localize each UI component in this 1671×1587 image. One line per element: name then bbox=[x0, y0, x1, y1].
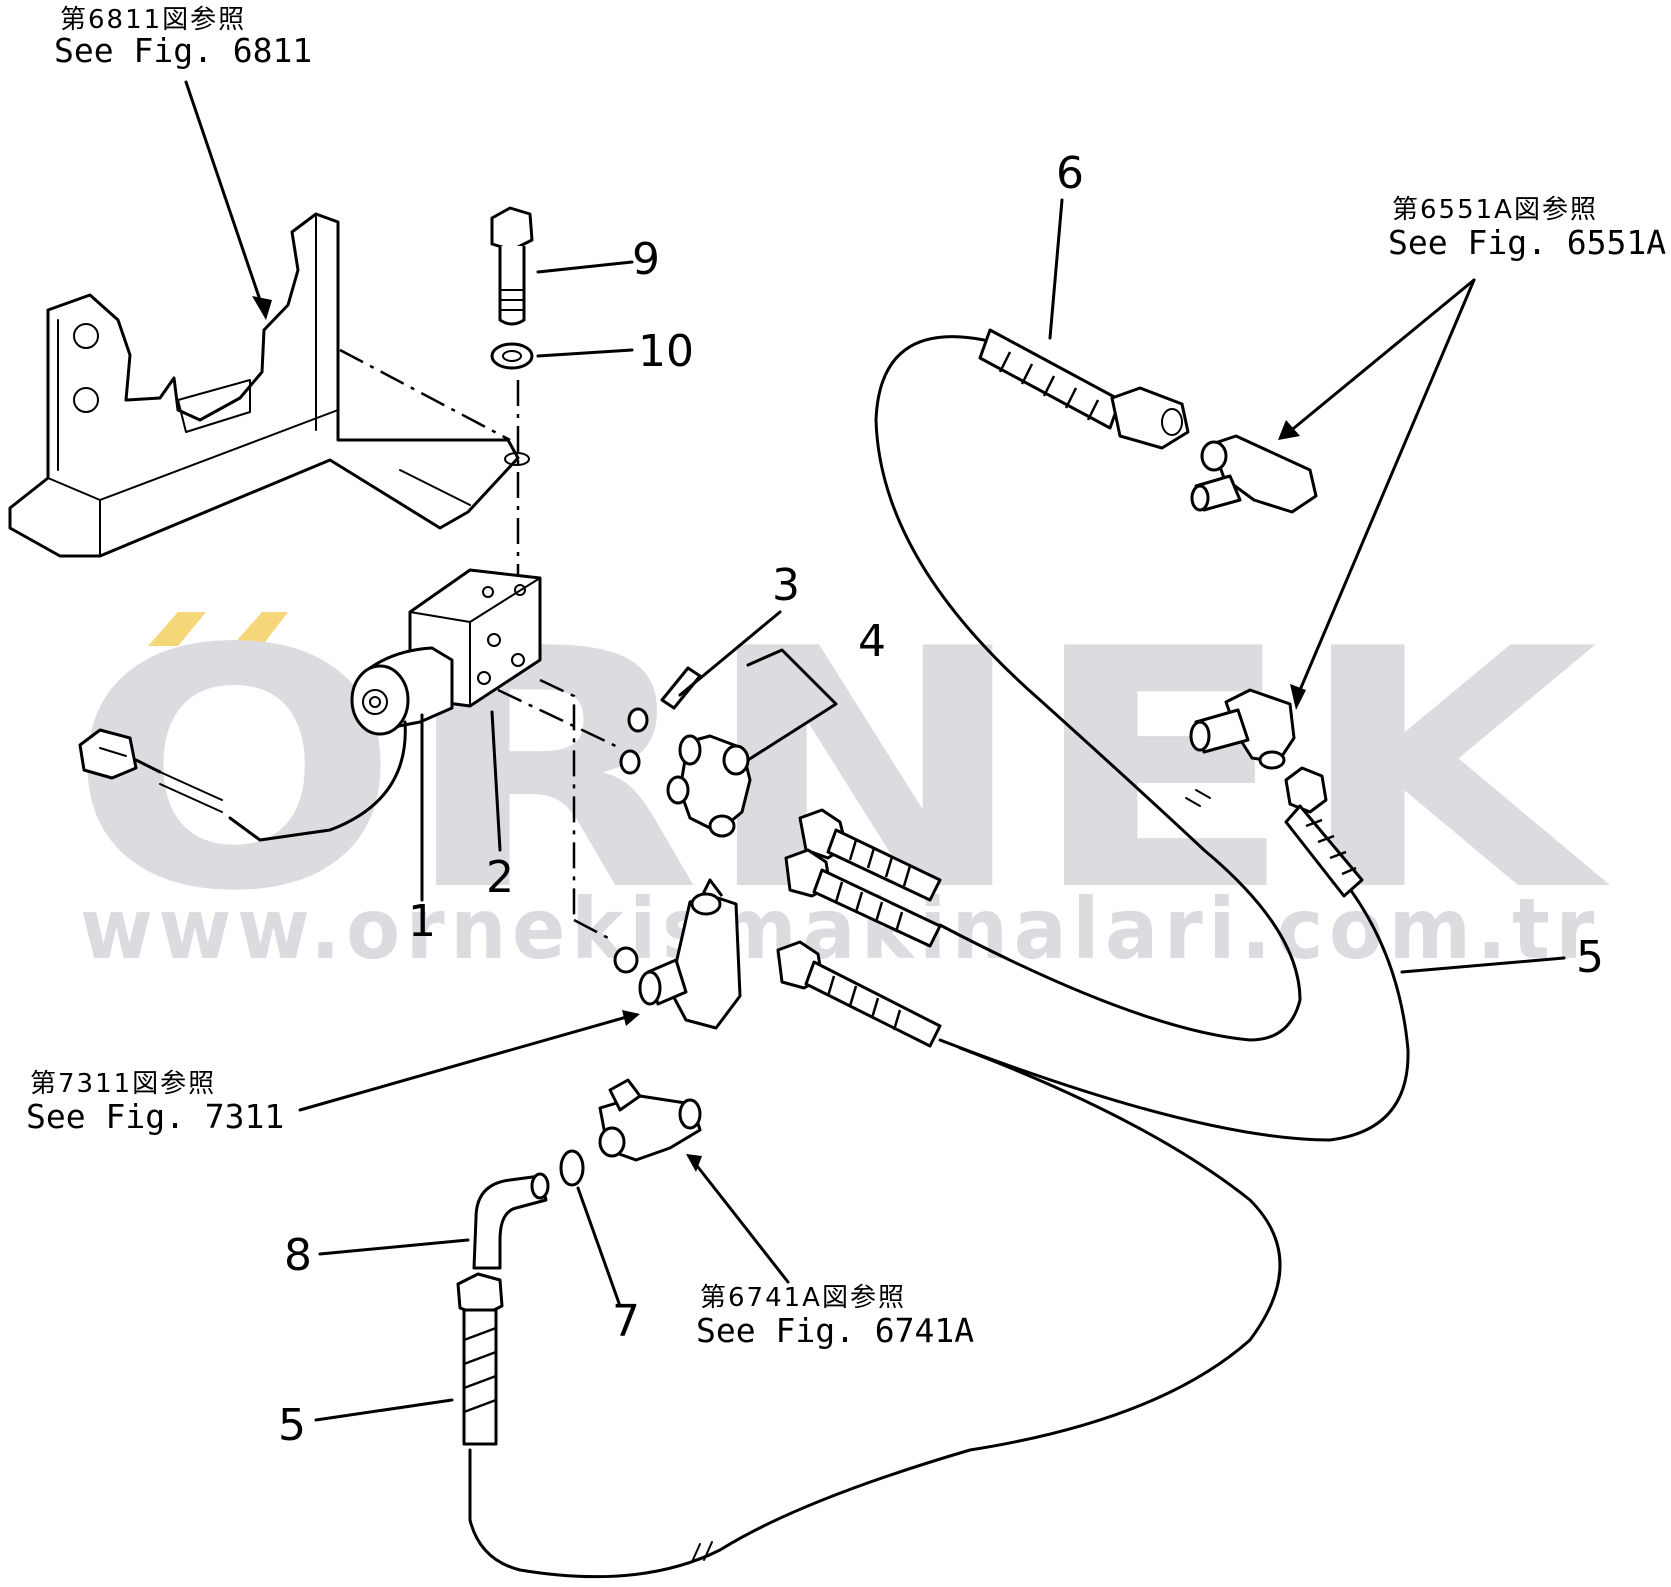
part-number-10: 10 bbox=[638, 326, 694, 377]
washer bbox=[490, 342, 534, 370]
ref-note-7311-jp: 第7311図参照 bbox=[30, 1069, 216, 1099]
alignment-line-port-c bbox=[573, 918, 613, 942]
part-number-2: 2 bbox=[486, 852, 514, 903]
part-number-6: 6 bbox=[1056, 148, 1084, 199]
ref-note-7311: 第7311図参照 See Fig. 7311 bbox=[26, 1069, 284, 1136]
alignment-line-bracket bbox=[339, 348, 511, 442]
bracket bbox=[8, 212, 530, 558]
ref-note-6811: 第6811図参照 See Fig. 6811 bbox=[54, 5, 312, 70]
part-number-3: 3 bbox=[772, 560, 800, 611]
watermark-umlaut-right bbox=[232, 612, 288, 646]
elbow-fitting-7311 bbox=[638, 878, 742, 1030]
alignment-line-port-a bbox=[497, 688, 621, 750]
hose-end-lower bbox=[776, 940, 942, 1048]
ref-note-6741a: 第6741A図参照 See Fig. 6741A bbox=[696, 1283, 974, 1350]
elbow-8 bbox=[472, 1172, 550, 1270]
ref-note-6741a-en: See Fig. 6741A bbox=[696, 1311, 974, 1350]
part-number-7: 7 bbox=[612, 1296, 640, 1347]
hose-break-mark bbox=[691, 1541, 713, 1563]
part-number-5-right: 5 bbox=[1576, 932, 1604, 983]
hose-5-bottom-end bbox=[456, 1272, 504, 1446]
leader-lines bbox=[184, 80, 1566, 1422]
tee-fitting bbox=[666, 734, 752, 838]
ref-note-7311-en: See Fig. 7311 bbox=[26, 1097, 284, 1136]
part-number-1: 1 bbox=[408, 896, 436, 947]
ref-note-6811-jp: 第6811図参照 bbox=[60, 5, 246, 35]
watermark: ORNEK www.ornekismakinalari.com.tr bbox=[68, 579, 1613, 978]
tee-fitting-6551a-lower bbox=[1189, 688, 1296, 770]
part-numbers: 1 2 3 4 5 5 6 7 8 9 10 bbox=[278, 148, 1604, 1451]
hose-5-loop bbox=[468, 1046, 1282, 1579]
watermark-umlaut-left bbox=[148, 612, 206, 646]
hose-end-middle bbox=[784, 848, 942, 948]
ref-note-6811-en: See Fig. 6811 bbox=[54, 31, 312, 70]
ref-note-6551a-en: See Fig. 6551A bbox=[1388, 223, 1666, 262]
bolt bbox=[490, 206, 534, 326]
tee-fitting-6741a bbox=[598, 1078, 702, 1162]
ref-note-6551a: 第6551A図参照 See Fig. 6551A bbox=[1388, 195, 1666, 262]
alignment-line-port-b bbox=[539, 678, 576, 920]
o-ring-7 bbox=[559, 1149, 585, 1187]
ref-note-6551a-jp: 第6551A図参照 bbox=[1392, 195, 1598, 225]
o-ring-set bbox=[613, 666, 702, 974]
solenoid bbox=[228, 646, 454, 842]
part-number-4: 4 bbox=[858, 616, 886, 667]
part-number-9: 9 bbox=[632, 234, 660, 285]
connector-plug bbox=[78, 728, 223, 813]
hose-6 bbox=[874, 328, 1302, 1042]
hose-end-upper bbox=[798, 808, 942, 902]
tee-fitting-6551a-upper bbox=[1190, 434, 1318, 514]
part-number-5-bottom: 5 bbox=[278, 1400, 306, 1451]
ref-note-6741a-jp: 第6741A図参照 bbox=[700, 1283, 906, 1313]
part-number-8: 8 bbox=[284, 1230, 312, 1281]
hose-5-right bbox=[938, 766, 1410, 1142]
